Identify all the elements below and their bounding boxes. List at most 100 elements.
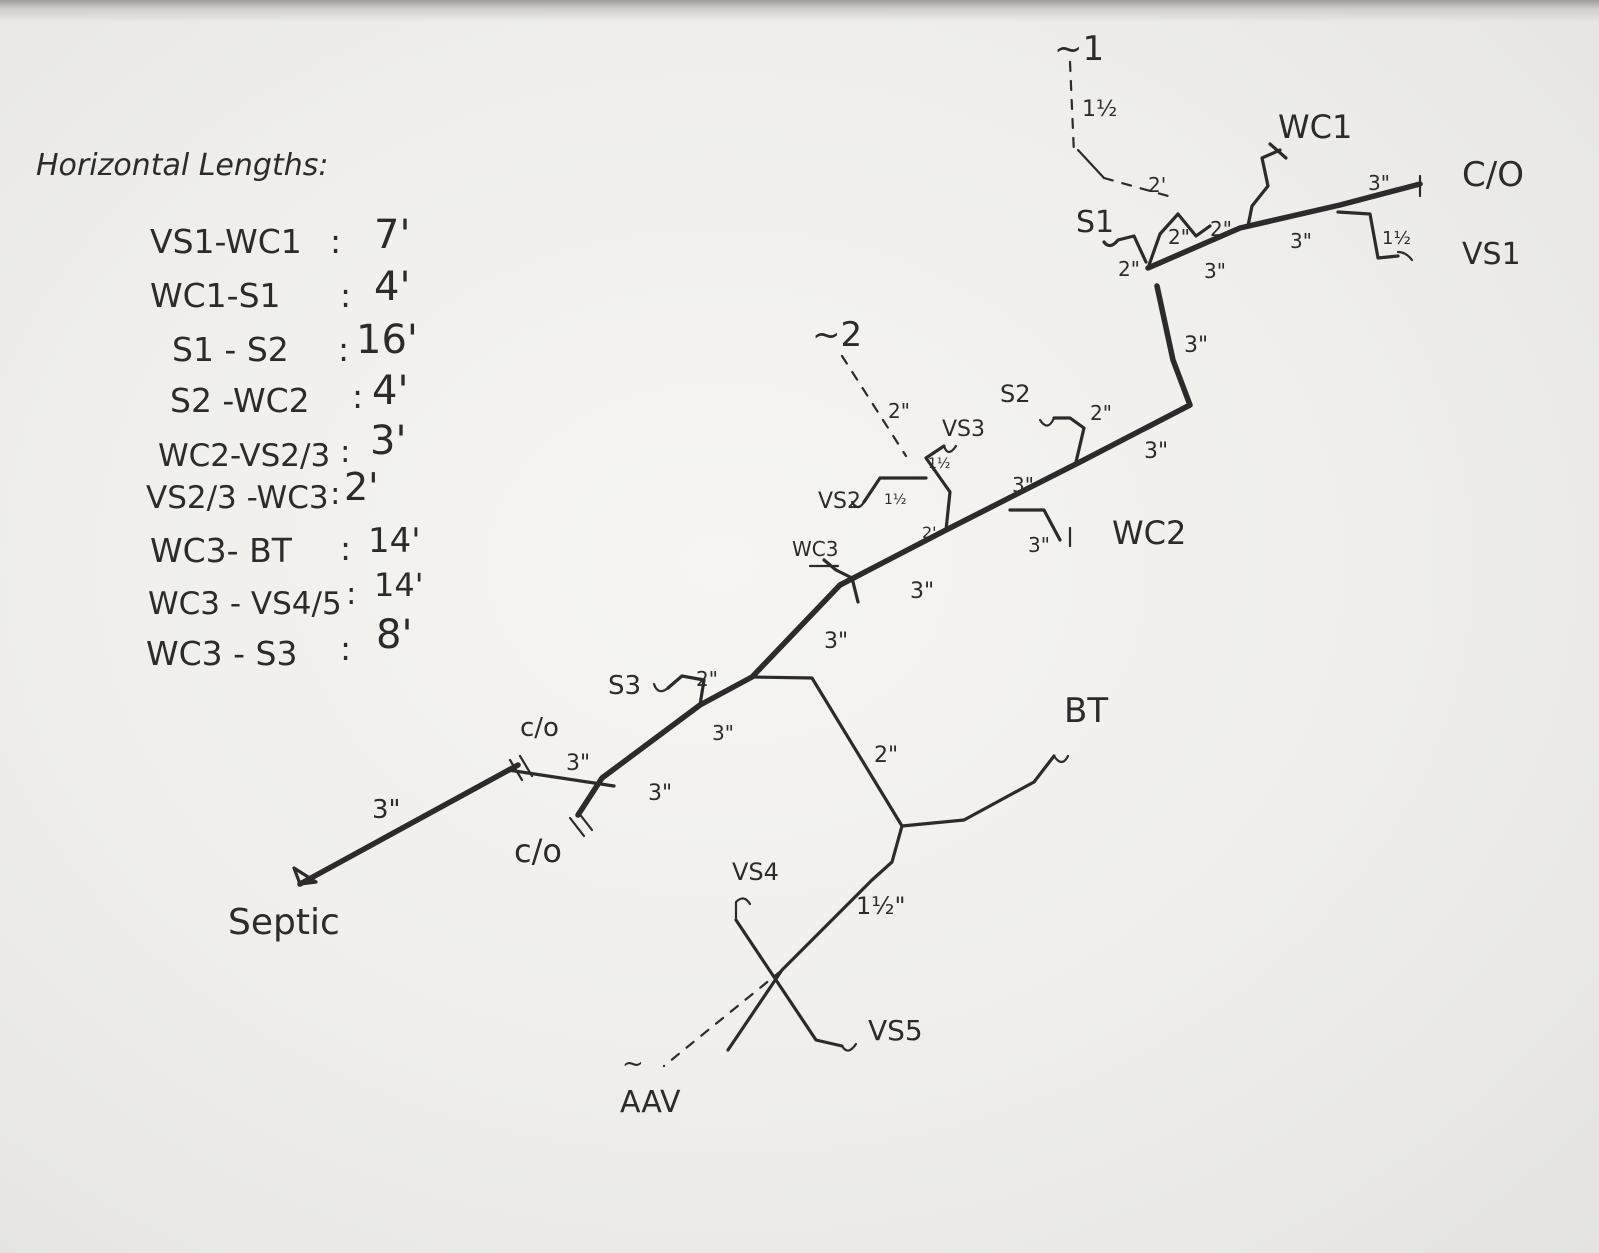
co-low-cap (568, 810, 594, 838)
legend-pair: WC3- BT (150, 531, 293, 570)
size-label: 3" (712, 721, 734, 745)
size-label: 2" (1090, 401, 1112, 425)
co-mid-label: c/o (520, 713, 559, 743)
legend-heading: Horizontal Lengths: (36, 148, 328, 183)
legend-colon: : (340, 629, 351, 668)
vs4-label: VS4 (732, 858, 779, 886)
size-label: 3" (1184, 333, 1208, 358)
legend-length: 8' (376, 612, 412, 658)
septic-label: Septic (228, 902, 340, 943)
s3-trap-icon (652, 682, 670, 693)
size-label: 3" (566, 751, 590, 776)
co-top-label: C/O (1462, 155, 1524, 195)
vs3-trap-icon (942, 444, 958, 454)
aav-label: AAV (620, 1085, 681, 1120)
size-label: 2" (1118, 257, 1140, 281)
vent1-riser (1068, 60, 1076, 156)
aav-vent-dashed (662, 968, 784, 1068)
legend-pair: WC2-VS2/3 (158, 438, 330, 474)
vent2-riser (840, 354, 908, 458)
vs2-trap-icon (850, 500, 866, 509)
co-mid-run (506, 768, 616, 788)
upper-fixture-group: ~1 WC1 C/O VS1 S1 (1054, 29, 1524, 272)
aav-tilde-icon: ~ (622, 1049, 644, 1079)
size-label: 3" (1012, 473, 1034, 497)
legend-length: 14' (368, 521, 421, 561)
vs-branch (726, 824, 904, 1052)
legend-colon: : (338, 330, 349, 369)
size-label: 3" (1028, 533, 1050, 557)
main-drain-line (292, 181, 1423, 887)
legend-length: 7' (374, 212, 410, 258)
size-label: 1½ (1082, 97, 1117, 122)
s3-label: S3 (608, 671, 641, 701)
bt-branch (750, 675, 1056, 828)
pipe-size-labels: 1½ 2' 2" 2" 2" 3" 3" 1½ 3" 3" 3" 2" 3" 3… (372, 97, 1411, 920)
s1-label: S1 (1076, 205, 1114, 240)
vs1-branch (1336, 210, 1400, 260)
legend-pair: WC3 - S3 (146, 634, 298, 673)
wc3-label: WC3 (792, 537, 838, 561)
legend-pair: VS1-WC1 (150, 222, 302, 261)
legend-length: 4' (374, 264, 410, 310)
co-low-label: c/o (514, 832, 562, 870)
size-label: 3" (1204, 259, 1226, 283)
size-label: 1½ (884, 492, 906, 508)
size-label: 3" (910, 579, 934, 604)
vs5-label: VS5 (868, 1014, 923, 1047)
size-label: 2' (922, 523, 937, 542)
size-label: 1½" (856, 892, 906, 920)
size-label: 2" (888, 399, 910, 423)
pipe-main-run (575, 283, 1193, 818)
s1-vent-loop (1146, 212, 1212, 270)
size-label: 3" (372, 795, 401, 825)
size-label: 3" (1290, 229, 1312, 253)
legend-pair: WC1-S1 (150, 276, 281, 315)
vs2-label: VS2 (818, 489, 861, 514)
size-label: 3" (1144, 439, 1168, 464)
horizontal-lengths-legend: Horizontal Lengths: VS1-WC1 : 7' WC1-S1 … (36, 148, 424, 673)
pipe-to-septic (297, 762, 521, 887)
size-label: 2" (1210, 217, 1232, 241)
size-label: 2' (1148, 173, 1166, 197)
middle-fixture-group: ~2 S2 VS3 VS2 WC2 (812, 315, 1186, 552)
legend-colon: : (330, 476, 340, 512)
wc2-label: WC2 (1112, 514, 1186, 552)
legend-length: 3' (370, 418, 406, 464)
size-label: 3" (648, 781, 672, 806)
legend-colon: : (346, 576, 356, 612)
size-label: 3" (824, 629, 848, 654)
legend-pair: VS2/3 -WC3 (146, 480, 329, 516)
legend-length: 4' (372, 368, 408, 414)
wc1-branch (1246, 148, 1282, 228)
legend-colon: : (340, 276, 351, 315)
vent-2-symbol: ~2 (812, 315, 862, 355)
legend-colon: : (340, 529, 351, 568)
vs2-branch (862, 476, 928, 504)
size-label: 2" (696, 667, 718, 691)
wc2-branch (1008, 508, 1062, 542)
vent-1-symbol: ~1 (1054, 29, 1104, 69)
wc1-cap (1268, 142, 1288, 160)
legend-length: 2' (344, 465, 379, 509)
vs3-label: VS3 (942, 417, 985, 442)
legend-pair: S2 -WC2 (170, 381, 310, 420)
s1-trap-arm (1102, 234, 1148, 264)
vs5-trap-icon (840, 1042, 858, 1052)
legend-pair: S1 - S2 (172, 330, 289, 369)
s2-branch (1052, 416, 1086, 464)
septic-arrow-icon (292, 866, 318, 886)
vs1-label: VS1 (1462, 237, 1521, 272)
page-edge-shadow (0, 0, 1599, 22)
s2-trap-icon (1038, 416, 1056, 427)
vs5-branch (734, 918, 844, 1048)
vs3-branch (924, 444, 952, 532)
size-label: 2" (874, 743, 898, 768)
s2-label: S2 (1000, 380, 1031, 408)
legend-pair: WC3 - VS4/5 (148, 586, 342, 622)
bt-label: BT (1064, 691, 1108, 731)
legend-colon: : (352, 377, 363, 416)
size-label: 1½ (928, 456, 950, 472)
size-label: 3" (1368, 171, 1390, 195)
